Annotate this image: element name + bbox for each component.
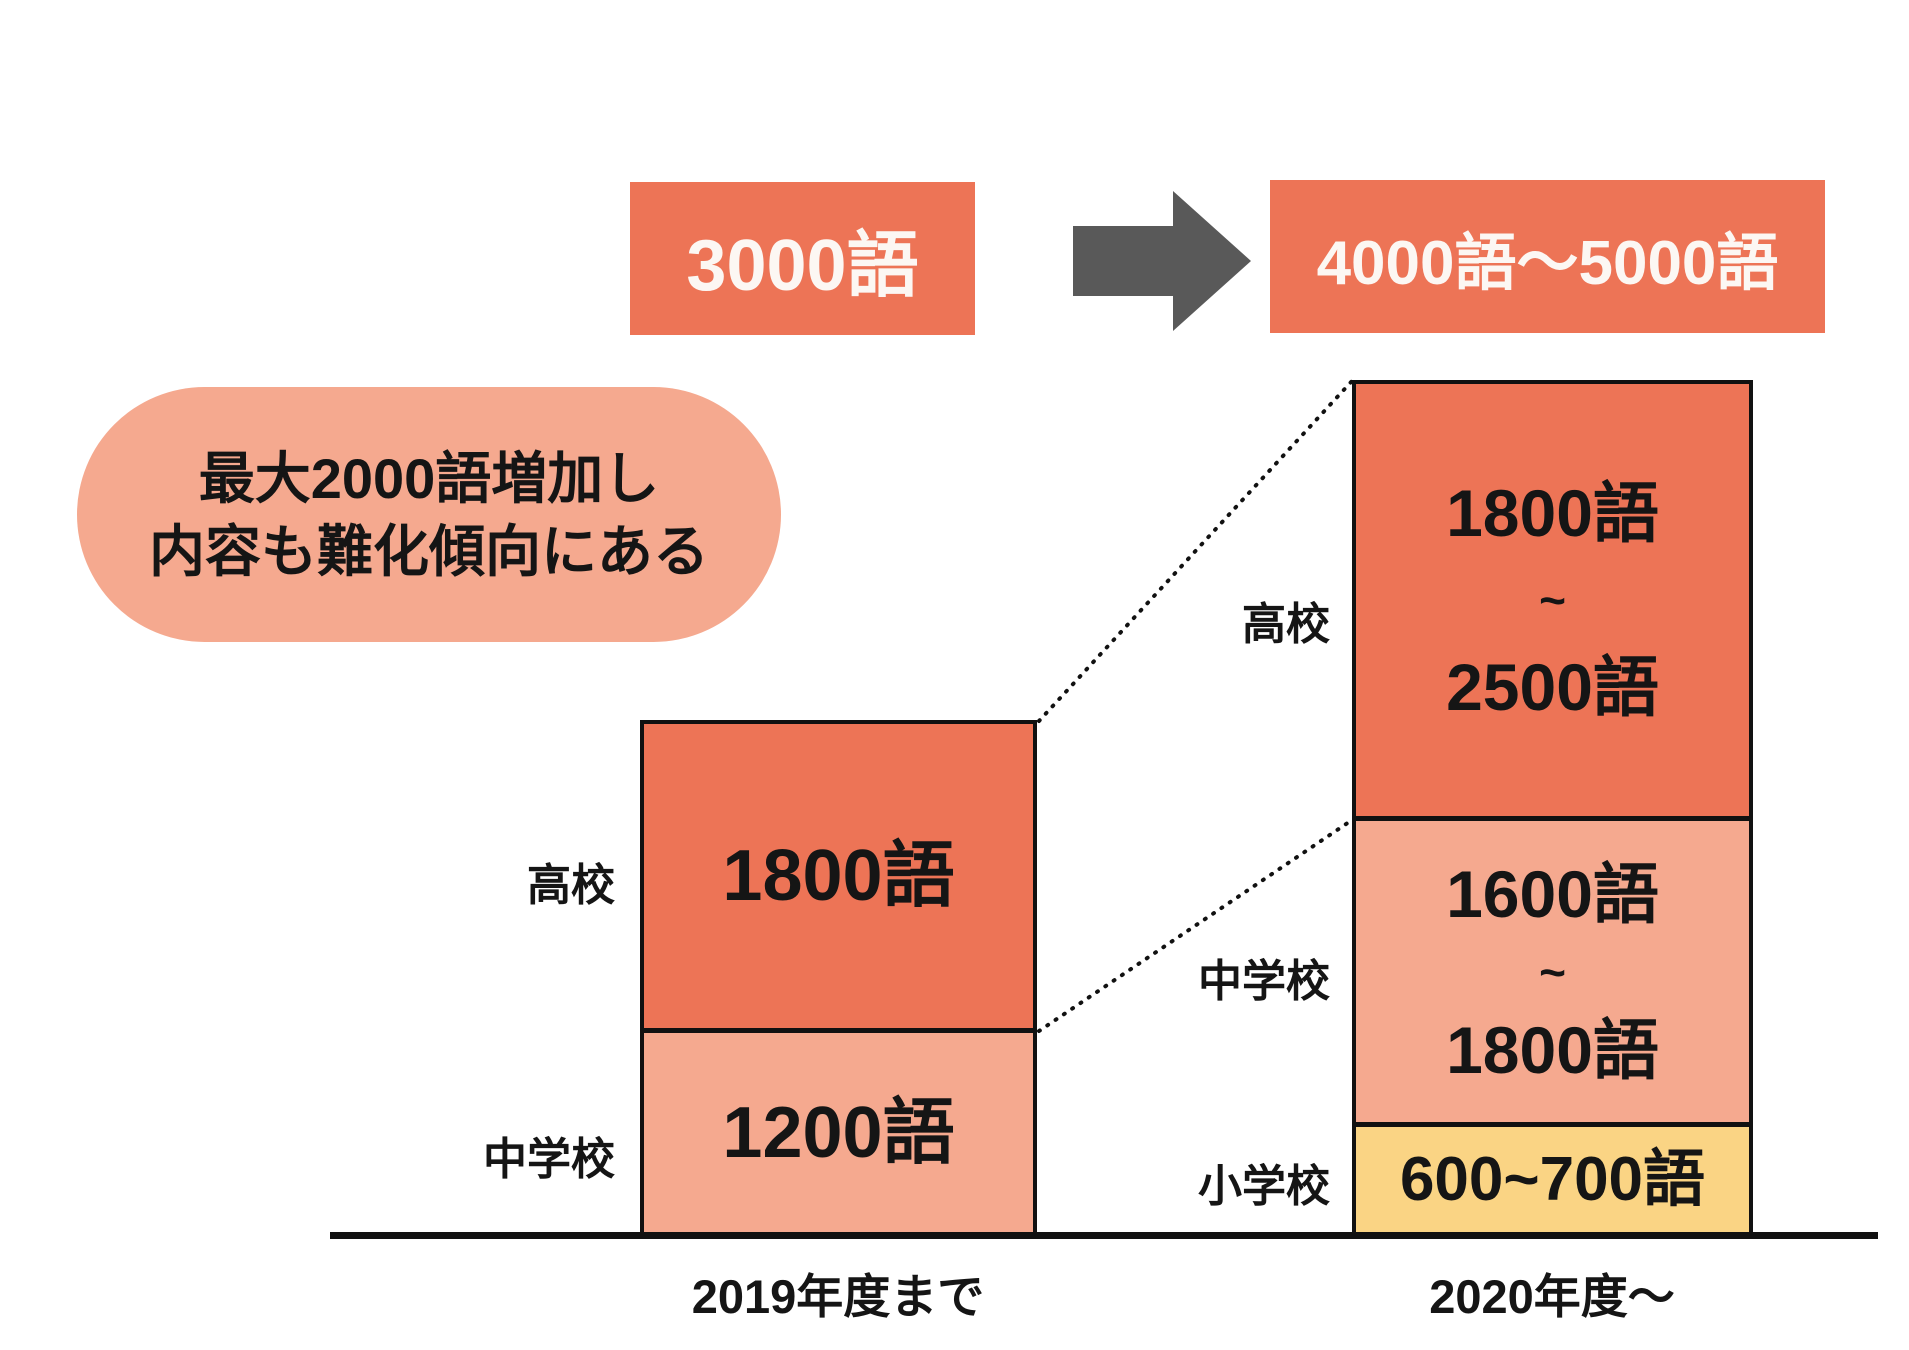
label-juniorhigh-2019: 中学校 <box>483 1135 615 1184</box>
label-juniorhigh-2020: 中学校 <box>1198 957 1330 1006</box>
segment-highschool-2020-tilde: ~ <box>1539 574 1566 626</box>
segment-elementary-2020: 600~700語 <box>1356 1122 1749 1232</box>
segment-juniorhigh-2019: 1200語 <box>644 1028 1033 1232</box>
note-bubble: 最大2000語増加し 内容も難化傾向にある <box>77 387 781 642</box>
segment-elementary-2020-value: 600~700語 <box>1399 1144 1706 1214</box>
segment-juniorhigh-2019-value: 1200語 <box>722 1092 955 1173</box>
arrow-right-icon <box>1073 191 1251 331</box>
segment-juniorhigh-2020-min: 1600語 <box>1446 856 1659 931</box>
stacked-bar-2020: 1800語 ~ 2500語 1600語 ~ 1800語 600~700語 <box>1352 380 1753 1236</box>
label-elementary-2020: 小学校 <box>1198 1162 1330 1211</box>
segment-juniorhigh-2020: 1600語 ~ 1800語 <box>1356 816 1749 1122</box>
segment-highschool-2020-min: 1800語 <box>1446 476 1659 550</box>
label-highschool-2020: 高校 <box>1242 600 1330 649</box>
axis-line <box>330 1232 1878 1239</box>
segment-highschool-2019: 1800語 <box>644 724 1033 1028</box>
total-after-value: 4000語〜5000語 <box>1316 228 1779 298</box>
stacked-bar-2019: 1800語 1200語 <box>640 720 1037 1236</box>
total-before-value: 3000語 <box>686 226 919 306</box>
note-line-2: 内容も難化傾向にある <box>149 519 709 583</box>
segment-highschool-2020: 1800語 ~ 2500語 <box>1356 384 1749 816</box>
connector-line-highschool <box>1037 379 1354 723</box>
segment-juniorhigh-2020-max: 1800語 <box>1446 1012 1659 1087</box>
note-line-1: 最大2000語増加し <box>198 446 660 510</box>
segment-highschool-2019-value: 1800語 <box>722 836 955 916</box>
total-after-box: 4000語〜5000語 <box>1270 180 1825 333</box>
axis-label-2019: 2019年度まで <box>691 1270 985 1323</box>
segment-highschool-2020-max: 2500語 <box>1446 650 1659 724</box>
axis-label-2020: 2020年度〜 <box>1429 1270 1675 1323</box>
total-before-box: 3000語 <box>630 182 975 335</box>
segment-juniorhigh-2020-tilde: ~ <box>1539 945 1566 998</box>
label-highschool-2019: 高校 <box>527 861 615 910</box>
